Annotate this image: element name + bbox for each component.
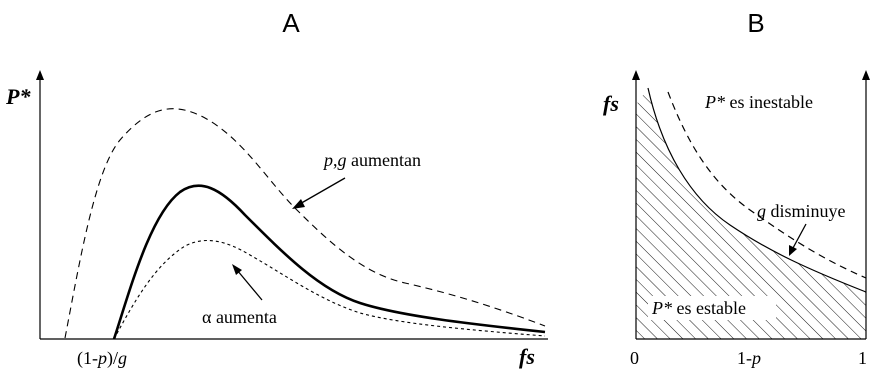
panel-b: B fs 0 1-p 1 P* es inestable P* es estab… — [603, 8, 870, 368]
panel-a-annotation-alpha-increase: α aumenta — [202, 307, 277, 327]
panel-b-x-tick-zero: 0 — [630, 348, 639, 368]
panel-a-curve-baseline — [112, 184, 546, 340]
panel-a-y-axis-label: P* — [5, 84, 31, 109]
panel-b-boundary-g-decreased — [667, 91, 867, 279]
panel-b-annotation-unstable: P* es inestable — [704, 92, 813, 112]
panel-b-stable-region — [636, 88, 866, 339]
panel-a-annotation-pg-increase: p,g aumentan — [322, 150, 421, 170]
panel-b-arrow-g-decrease — [792, 223, 807, 249]
panel-a-arrowhead-pg-increase — [292, 199, 305, 209]
panel-a-x-tick-threshold: (1-p)/g — [77, 348, 127, 369]
panel-a-arrow-pg-increase — [297, 177, 346, 206]
panel-b-stable-label-background — [648, 296, 776, 320]
panel-b-annotation-g-decrease: g disminuye — [757, 201, 846, 221]
panel-b-annotation-stable: P* es estable — [651, 298, 746, 318]
panel-b-y-axis-label: fs — [603, 91, 619, 116]
panel-a-arrowhead-alpha-increase — [232, 264, 242, 275]
panel-a-curve-pg-increased — [64, 108, 546, 339]
panel-b-x-tick-one-minus-p: 1-p — [737, 348, 761, 368]
panel-a-title: A — [282, 8, 300, 38]
panel-b-y-axis-arrow — [632, 70, 640, 80]
panel-b-x-tick-one: 1 — [858, 348, 867, 368]
panel-b-right-axis-arrow — [862, 70, 870, 80]
panel-a-arrow-alpha-increase — [236, 269, 263, 301]
panel-a-curve-alpha-increased — [113, 240, 546, 340]
panel-a: A P* fs (1-p)/g p,g aumentan α aumenta — [5, 8, 548, 369]
panel-a-y-axis-arrow — [36, 70, 44, 80]
panel-a-x-axis-label: fs — [519, 344, 535, 369]
panel-b-arrowhead-g-decrease — [789, 245, 797, 256]
panel-b-stability-boundary — [647, 87, 867, 293]
panel-b-title: B — [747, 8, 764, 38]
